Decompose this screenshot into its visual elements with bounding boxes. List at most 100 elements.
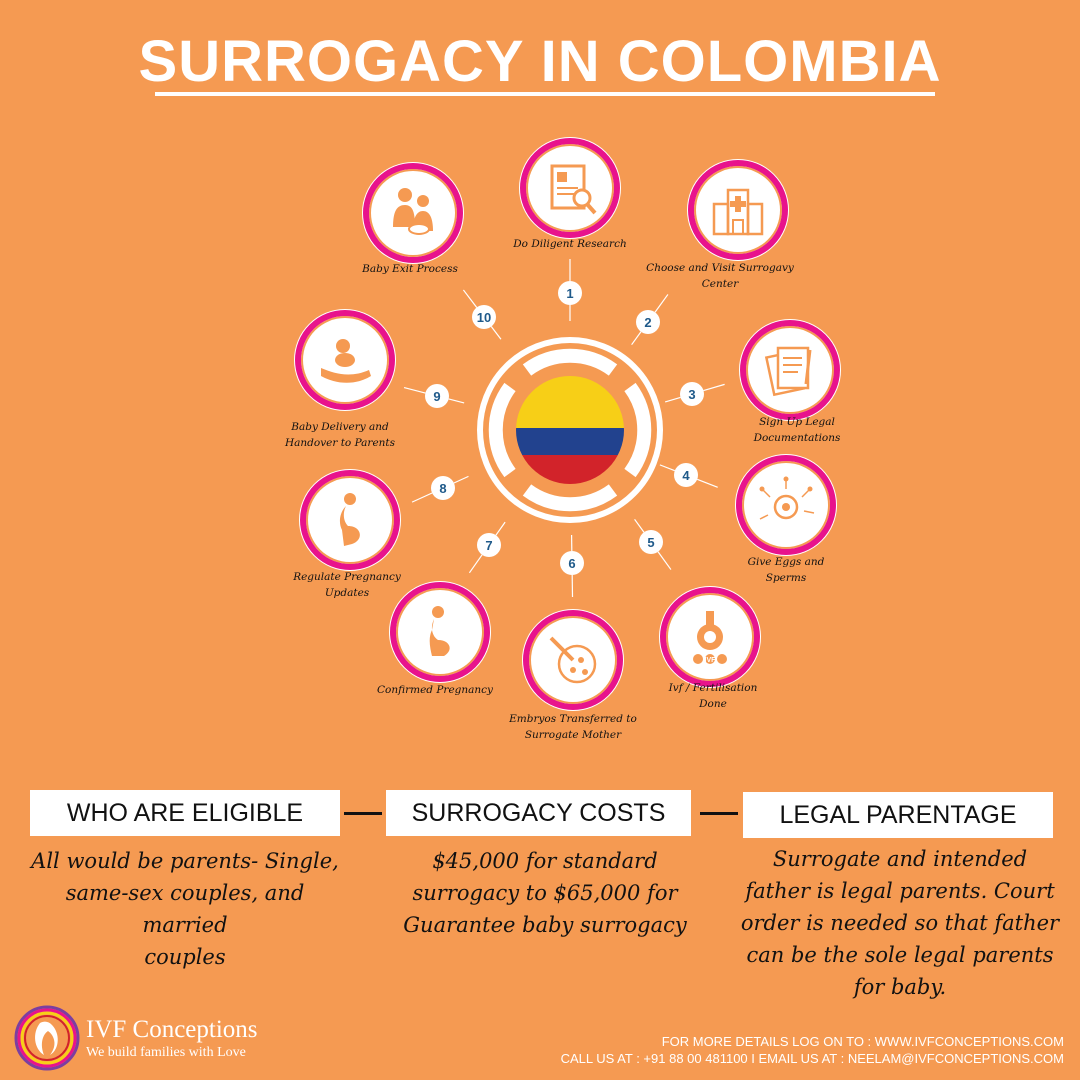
step-label: Embryos Transferred to Surrogate Mother [483, 711, 663, 743]
step-label: Do Diligent Research [480, 236, 660, 252]
step-number: 6 [560, 551, 584, 575]
step-number: 3 [680, 382, 704, 406]
connector-line [490, 326, 502, 340]
embryo-transfer-icon [549, 636, 597, 684]
text-line: Surrogate and intended [772, 847, 1028, 871]
connector-line [664, 396, 681, 403]
step-label: Baby Exit Process [320, 261, 500, 277]
divider-dash [344, 812, 382, 815]
step-icon-circle [688, 160, 788, 260]
step-label-line: Updates [324, 587, 370, 599]
step-label-line: Done [699, 698, 727, 710]
costs-heading: SURROGACY COSTS [386, 790, 691, 836]
step-number: 8 [431, 476, 455, 500]
colombia-flag [516, 376, 624, 484]
text-line: $45,000 for standard [432, 849, 658, 873]
step-icon-circle [300, 470, 400, 570]
step-label-line: Documentations [753, 432, 841, 444]
step-label-line: Regulate Pregnancy [293, 571, 401, 583]
step-icon-circle: IVF [660, 587, 760, 687]
text-line: All would be parents- Single, [31, 849, 339, 873]
step-number: 2 [636, 310, 660, 334]
connector-line [453, 475, 469, 484]
step-icon-circle [740, 320, 840, 420]
connector-line [703, 383, 725, 392]
step-label-line: Sperms [765, 572, 807, 584]
eligible-heading: WHO ARE ELIGIBLE [30, 790, 340, 836]
step-label-line: Embryos Transferred to [509, 713, 637, 725]
text-line: Guarantee baby surrogacy [403, 913, 687, 937]
baby-in-hand-icon [321, 339, 371, 383]
pregnancy-silhouette-icon [339, 493, 360, 546]
text-line: for baby. [853, 975, 947, 999]
step-number: 5 [639, 530, 663, 554]
step-label-line: Center [701, 278, 739, 290]
text-line: father is legal parents. Court [745, 879, 1055, 903]
step-label-line: Ivf / Fertilisation [668, 682, 758, 694]
step-label-line: Confirmed Pregnancy [377, 684, 493, 696]
step-label: Confirmed Pregnancy [345, 682, 525, 698]
outer-ring [477, 337, 663, 523]
ivf-conceptions-logo [14, 1005, 80, 1071]
connector-line [462, 289, 478, 308]
text-line: same-sex couples, and married [65, 881, 305, 937]
step-label-line: Handover to Parents [284, 437, 396, 449]
connector-line [654, 294, 669, 313]
brand-name: IVF Conceptions [86, 1016, 258, 1043]
divider-dash [700, 812, 738, 815]
title-underline [155, 92, 935, 96]
documents-icon [764, 346, 812, 397]
step-icon-circle [523, 610, 623, 710]
step-number: 4 [674, 463, 698, 487]
connector-line [657, 551, 672, 570]
connector-line [448, 398, 465, 404]
step-icon-circle [736, 455, 836, 555]
step-label-line: Do Diligent Research [513, 238, 627, 250]
pregnant-woman-icon [429, 606, 450, 656]
parentage-heading: LEGAL PARENTAGE [743, 792, 1053, 838]
ivf-flask-icon: IVF [693, 611, 727, 664]
connector-line [634, 518, 645, 533]
eligible-text: All would be parents- Single, same-sex c… [20, 845, 350, 973]
research-icon [550, 164, 597, 215]
text-line: order is needed so that father [740, 911, 1060, 935]
step-icon-circle [520, 138, 620, 238]
hospital-icon [712, 188, 764, 236]
step-label-line: Sign Up Legal [759, 416, 835, 428]
page-title: SURROGACY IN COLOMBIA [138, 29, 942, 94]
connector-line [468, 554, 483, 574]
text-line: surrogacy to $65,000 for [412, 881, 678, 905]
connector-line [631, 331, 642, 346]
costs-text: $45,000 for standard surrogacy to $65,00… [385, 845, 705, 941]
connector-line [495, 521, 506, 536]
text-line: couples [144, 945, 226, 969]
step-icon-circle [295, 310, 395, 410]
connector-line [659, 464, 676, 472]
website-info: FOR MORE DETAILS LOG ON TO : WWW.IVFCONC… [661, 1034, 1064, 1049]
step-number: 1 [558, 281, 582, 305]
svg-text:IVF: IVF [705, 657, 717, 664]
step-label-line: Baby Exit Process [362, 263, 458, 275]
center-emblem [477, 337, 663, 523]
brand-tagline: We build families with Love [86, 1045, 246, 1060]
egg-sperm-icon [759, 476, 815, 520]
parentage-text: Surrogate and intended father is legal p… [730, 843, 1070, 1003]
step-label-line: Surrogate Mother [524, 729, 622, 741]
contact-info: CALL US AT : +91 88 00 481100 I EMAIL US… [560, 1051, 1064, 1066]
step-label-line: Give Eggs and [747, 556, 825, 568]
step-number: 9 [425, 384, 449, 408]
step-icon-circle [390, 582, 490, 682]
step-label-line: Baby Delivery and [291, 421, 389, 433]
step-number: 10 [472, 305, 496, 329]
step-icon-circle [363, 163, 463, 263]
connector-line [411, 492, 433, 503]
connector-lines [403, 259, 725, 598]
step-number: 7 [477, 533, 501, 557]
ring-segments [488, 348, 652, 512]
connector-line [403, 386, 426, 394]
